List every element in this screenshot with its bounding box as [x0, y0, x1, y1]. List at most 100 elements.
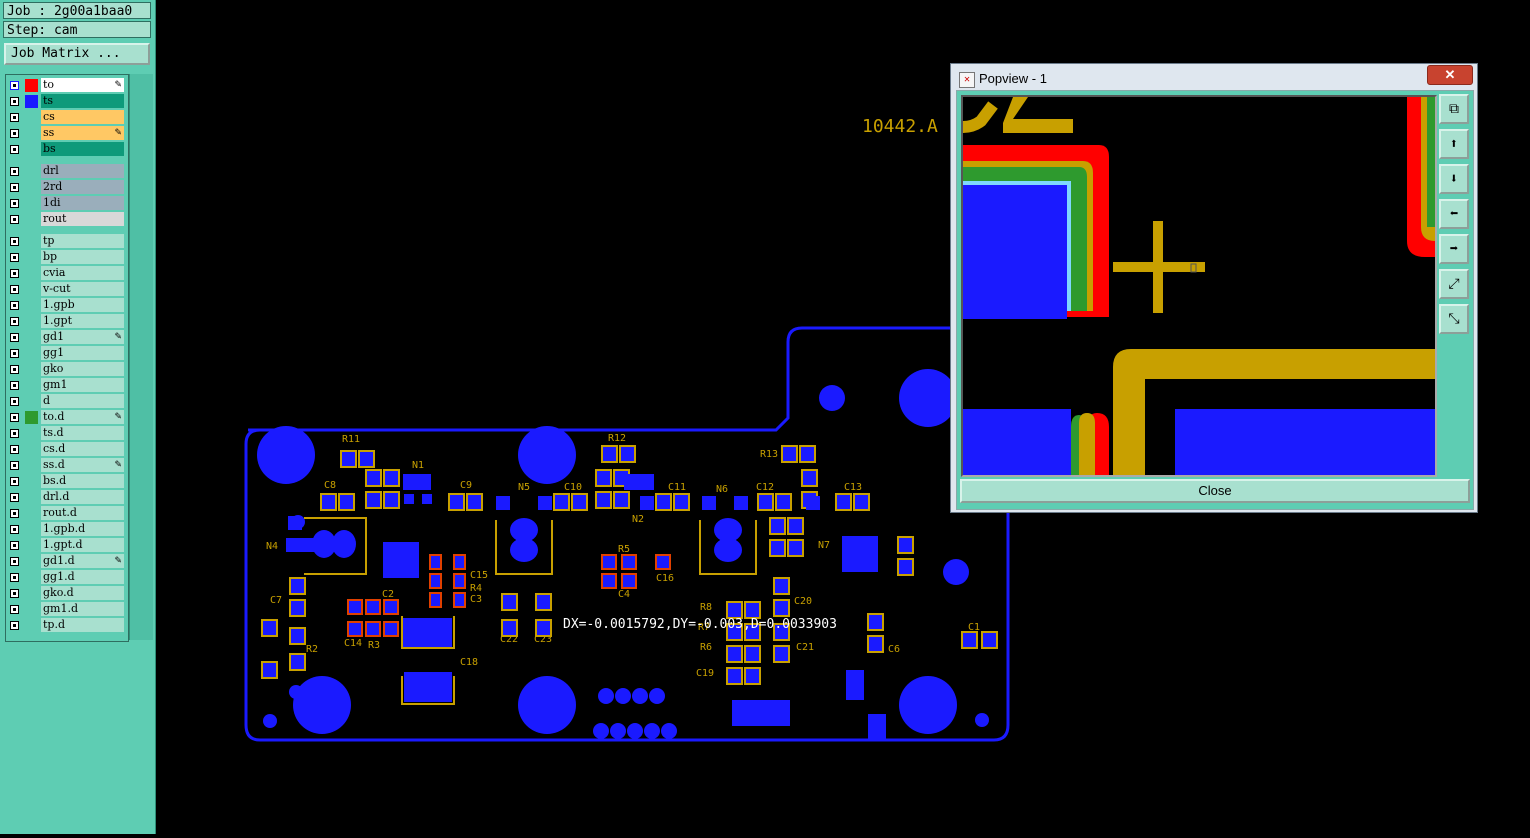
layer-row-gg1[interactable]: gg1 [6, 346, 126, 361]
layer-checkbox[interactable] [10, 573, 19, 582]
layer-row-ss[interactable]: ss✎ [6, 126, 126, 141]
layer-row-rout-d[interactable]: rout.d [6, 506, 126, 521]
move-down-icon[interactable]: ⬇ [1439, 164, 1469, 194]
move-right-icon[interactable]: ➡ [1439, 234, 1469, 264]
layer-name[interactable]: tp.d [41, 618, 124, 632]
layer-checkbox[interactable] [10, 381, 19, 390]
layer-name[interactable]: cs [41, 110, 124, 124]
layer-name[interactable]: cs.d [41, 442, 124, 456]
layer-checkbox[interactable] [10, 113, 19, 122]
layer-row-rout[interactable]: rout [6, 212, 126, 227]
layer-checkbox[interactable] [10, 183, 19, 192]
layer-checkbox[interactable] [10, 301, 19, 310]
layer-row-cvia[interactable]: cvia [6, 266, 126, 281]
layer-row-v-cut[interactable]: v-cut [6, 282, 126, 297]
layer-checkbox[interactable] [10, 509, 19, 518]
layer-checkbox[interactable] [10, 477, 19, 486]
layer-name[interactable]: gko.d [41, 586, 124, 600]
layer-name[interactable]: tp [41, 234, 124, 248]
layer-checkbox[interactable] [10, 145, 19, 154]
layer-row-bp[interactable]: bp [6, 250, 126, 265]
layer-name[interactable]: rout.d [41, 506, 124, 520]
layer-name[interactable]: gd1.d✎ [41, 554, 124, 568]
zoom-out-icon[interactable]: ⤢ [1439, 269, 1469, 299]
layer-checkbox[interactable] [10, 333, 19, 342]
layer-name[interactable]: v-cut [41, 282, 124, 296]
layer-name[interactable]: to✎ [41, 78, 124, 92]
layer-name[interactable]: 1.gpt.d [41, 538, 124, 552]
layer-row-drl[interactable]: drl [6, 164, 126, 179]
layer-row-2rd[interactable]: 2rd [6, 180, 126, 195]
layer-color-swatch[interactable] [25, 95, 38, 108]
layer-name[interactable]: drl [41, 164, 124, 178]
layer-row-drl-d[interactable]: drl.d [6, 490, 126, 505]
layer-row-tp-d[interactable]: tp.d [6, 618, 126, 633]
layer-row-to-d[interactable]: to.d✎ [6, 410, 126, 425]
layer-name[interactable]: d [41, 394, 124, 408]
layer-checkbox[interactable] [10, 349, 19, 358]
layer-row-to[interactable]: to✎ [6, 78, 126, 93]
layer-name[interactable]: 1.gpb.d [41, 522, 124, 536]
layer-checkbox[interactable] [10, 525, 19, 534]
layer-checkbox[interactable] [10, 97, 19, 106]
layer-checkbox[interactable] [10, 461, 19, 470]
layer-name[interactable]: 2rd [41, 180, 124, 194]
layer-checkbox[interactable] [10, 215, 19, 224]
popview-close-button[interactable]: Close [960, 479, 1470, 503]
layer-checkbox[interactable] [10, 621, 19, 630]
layer-color-swatch[interactable] [25, 411, 38, 424]
layer-name[interactable]: cvia [41, 266, 124, 280]
layer-checkbox[interactable] [10, 365, 19, 374]
layer-checkbox[interactable] [10, 81, 19, 90]
layer-row-ss-d[interactable]: ss.d✎ [6, 458, 126, 473]
layer-name[interactable]: gg1 [41, 346, 124, 360]
layer-name[interactable]: 1.gpb [41, 298, 124, 312]
layer-checkbox[interactable] [10, 605, 19, 614]
layer-row-1-gpb[interactable]: 1.gpb [6, 298, 126, 313]
layer-checkbox[interactable] [10, 429, 19, 438]
layer-checkbox[interactable] [10, 413, 19, 422]
layer-checkbox[interactable] [10, 253, 19, 262]
layer-checkbox[interactable] [10, 199, 19, 208]
layer-checkbox[interactable] [10, 445, 19, 454]
layer-name[interactable]: gko [41, 362, 124, 376]
layer-name[interactable]: 1di [41, 196, 124, 210]
layer-name[interactable]: rout [41, 212, 124, 226]
layer-row-gko-d[interactable]: gko.d [6, 586, 126, 601]
layer-name[interactable]: ss.d✎ [41, 458, 124, 472]
layer-row-1-gpt[interactable]: 1.gpt [6, 314, 126, 329]
layer-name[interactable]: gm1 [41, 378, 124, 392]
layer-checkbox[interactable] [10, 541, 19, 550]
popview-zoom-view[interactable] [961, 95, 1437, 477]
layer-checkbox[interactable] [10, 237, 19, 246]
layer-row-gko[interactable]: gko [6, 362, 126, 377]
window-close-button[interactable]: ✕ [1427, 65, 1473, 85]
layer-checkbox[interactable] [10, 269, 19, 278]
zoom-window-icon[interactable]: ⧉ [1439, 94, 1469, 124]
layer-name[interactable]: gd1✎ [41, 330, 124, 344]
layer-row-bs-d[interactable]: bs.d [6, 474, 126, 489]
layer-row-1-gpt-d[interactable]: 1.gpt.d [6, 538, 126, 553]
layer-row-cs-d[interactable]: cs.d [6, 442, 126, 457]
layer-row-gm1[interactable]: gm1 [6, 378, 126, 393]
layer-name[interactable]: drl.d [41, 490, 124, 504]
layer-row-tp[interactable]: tp [6, 234, 126, 249]
layer-checkbox[interactable] [10, 589, 19, 598]
job-matrix-button[interactable]: Job Matrix ... [4, 43, 150, 65]
layer-checkbox[interactable] [10, 129, 19, 138]
layer-checkbox[interactable] [10, 167, 19, 176]
layer-name[interactable]: bs.d [41, 474, 124, 488]
layer-name[interactable]: bs [41, 142, 124, 156]
layer-checkbox[interactable] [10, 397, 19, 406]
layer-row-ts-d[interactable]: ts.d [6, 426, 126, 441]
layer-color-swatch[interactable] [25, 79, 38, 92]
layer-checkbox[interactable] [10, 317, 19, 326]
layer-row-gd1[interactable]: gd1✎ [6, 330, 126, 345]
layer-name[interactable]: gg1.d [41, 570, 124, 584]
popview-titlebar[interactable]: ✕ Popview - 1 [957, 68, 1457, 88]
layer-checkbox[interactable] [10, 285, 19, 294]
layer-name[interactable]: bp [41, 250, 124, 264]
layer-row-1di[interactable]: 1di [6, 196, 126, 211]
move-left-icon[interactable]: ⬅ [1439, 199, 1469, 229]
